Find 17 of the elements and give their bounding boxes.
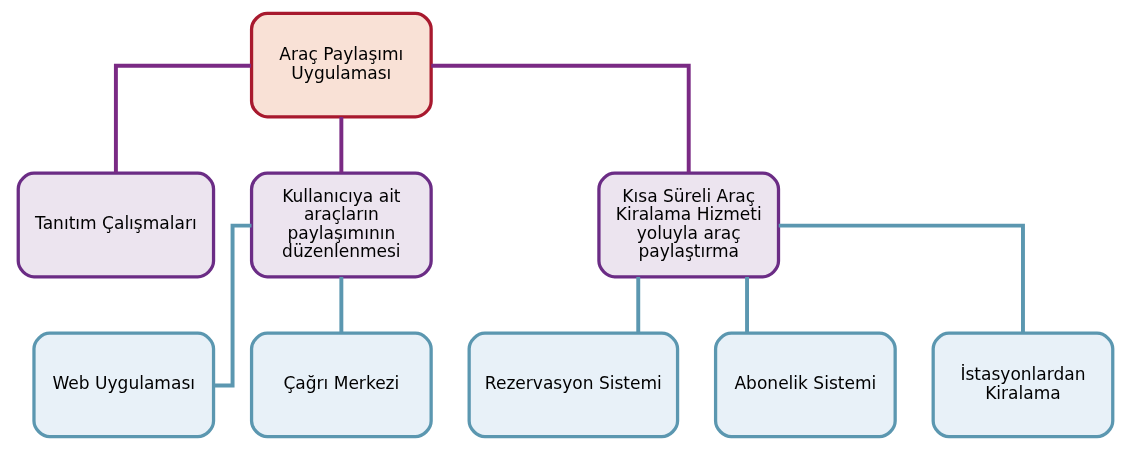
connector (338, 117, 343, 173)
node-box: Kısa Süreli Araç Kiralama Hizmeti yoluyla araç paylaştırma (596, 171, 780, 279)
node-box: Tanıtım Çalışmaları (16, 171, 215, 279)
connector (430, 63, 691, 173)
connector (778, 223, 1025, 333)
connector (635, 276, 640, 333)
node-box: Kullanıcıya ait araçların paylaşımının düzenlenmesi (249, 171, 433, 279)
node-box: Rezervasyon Sistemi (467, 331, 679, 439)
node-box: İstasyonlardan Kiralama (931, 331, 1114, 439)
connector (338, 276, 343, 333)
node-box: Web Uygulaması (31, 331, 215, 439)
node-box: Araç Paylaşımı Uygulaması (249, 11, 433, 119)
connector (213, 223, 251, 388)
connector (113, 63, 251, 173)
node-box: Çağrı Merkezi (249, 331, 433, 439)
connector (744, 276, 749, 333)
node-box: Abonelik Sistemi (713, 331, 897, 439)
